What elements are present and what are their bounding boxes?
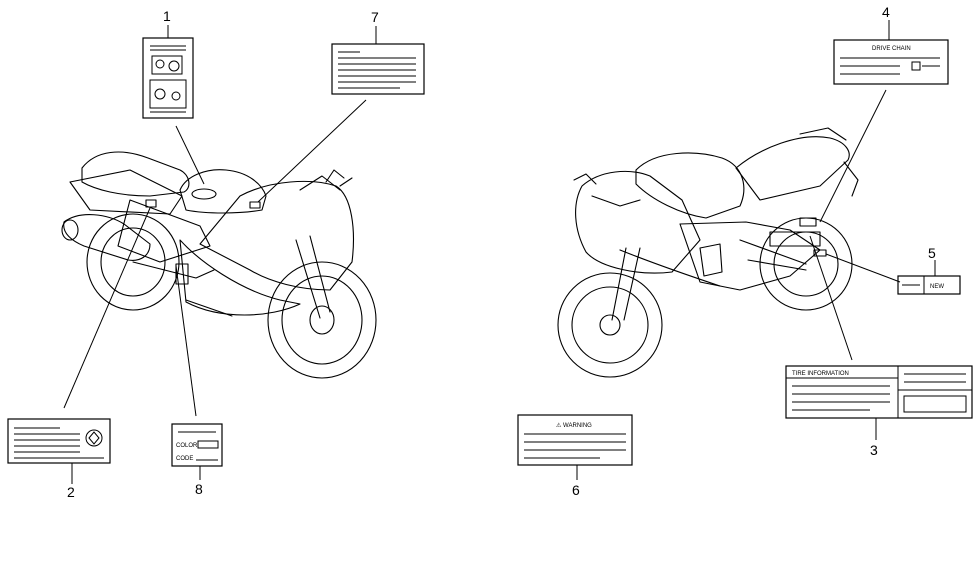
leader-line-7b [257,99,367,203]
callout-6: 6 [572,482,580,498]
label-part-5[interactable]: NEW [897,275,961,295]
label-part-7[interactable] [331,43,425,95]
label-part-1[interactable] [142,37,194,119]
callout-7: 7 [371,9,379,25]
color-text: COLOR [176,443,198,449]
leader-line-1b [175,125,205,185]
callout-2: 2 [67,484,75,500]
label-part-4[interactable]: DRIVE CHAIN [833,39,949,85]
leader-line-3 [809,235,853,361]
callout-5: 5 [928,245,936,261]
callout-8: 8 [195,481,203,497]
leader-line-5b [825,253,901,283]
callout-4: 4 [882,4,890,20]
callout-1: 1 [163,8,171,24]
label-part-6[interactable]: ⚠ WARNING [517,414,633,466]
callout-3: 3 [870,442,878,458]
motorcycle-left-view [61,151,377,379]
label-part-3[interactable]: TIRE INFORMATION [785,365,973,419]
label-part-8[interactable]: COLOR CODE [171,423,223,467]
drive-chain-text: DRIVE CHAIN [872,46,911,52]
warning-text: ⚠ WARNING [556,422,592,429]
leader-line-2 [63,207,151,409]
label-part-2[interactable] [7,418,111,464]
motorcycle-right-view [557,127,859,378]
leader-line-4b [819,89,887,223]
new-text: NEW [930,284,944,290]
tire-info-text: TIRE INFORMATION [792,371,849,377]
leader-line-8 [175,265,197,417]
code-text: CODE [176,456,193,462]
